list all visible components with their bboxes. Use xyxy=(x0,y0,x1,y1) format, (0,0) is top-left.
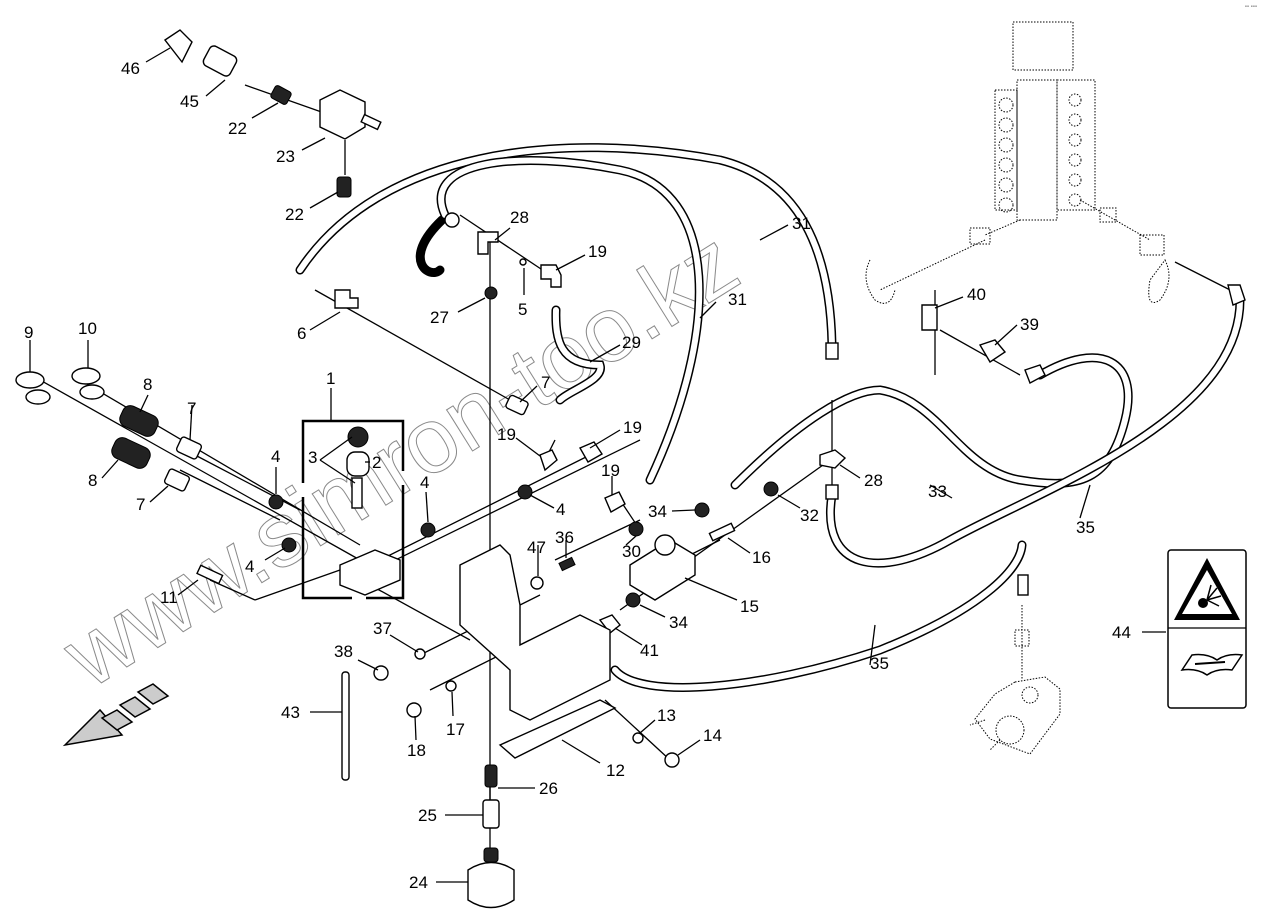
read-manual-icon xyxy=(1180,653,1244,676)
label-2: 2 xyxy=(372,453,381,472)
label-36: 36 xyxy=(555,528,574,547)
label-26: 26 xyxy=(539,779,558,798)
label-45: 45 xyxy=(180,92,199,111)
label-23: 23 xyxy=(276,147,295,166)
label-12: 12 xyxy=(606,761,625,780)
label-18: 18 xyxy=(407,741,426,760)
fitting-22 xyxy=(270,85,292,105)
part-labels: 46 45 22 23 22 28 19 31 27 5 31 6 29 40 … xyxy=(24,59,1131,892)
label-7: 7 xyxy=(187,399,196,418)
label-4: 4 xyxy=(245,557,254,576)
label-16: 16 xyxy=(752,548,771,567)
warning-decal xyxy=(1167,549,1247,709)
label-28: 28 xyxy=(864,471,883,490)
strip-43 xyxy=(341,671,350,781)
label-43: 43 xyxy=(281,703,300,722)
label-3: 3 xyxy=(308,448,317,467)
label-24: 24 xyxy=(409,873,428,892)
fitting-22b xyxy=(336,176,352,198)
label-19: 19 xyxy=(623,418,642,437)
label-32: 32 xyxy=(800,506,819,525)
elbow-19 xyxy=(540,264,562,288)
dust-cap-46 xyxy=(163,29,193,64)
coupler-45 xyxy=(202,45,238,77)
label-1: 1 xyxy=(326,369,335,388)
label-8: 8 xyxy=(88,471,97,490)
valve-block-23 xyxy=(319,89,366,140)
label-31: 31 xyxy=(728,290,747,309)
label-33: 33 xyxy=(928,482,947,501)
label-35: 35 xyxy=(870,654,889,673)
label-35: 35 xyxy=(1076,518,1095,537)
label-29: 29 xyxy=(622,333,641,352)
label-7: 7 xyxy=(541,373,550,392)
label-9: 9 xyxy=(24,323,33,342)
label-27: 27 xyxy=(430,308,449,327)
clamp-9 xyxy=(15,371,45,389)
label-4: 4 xyxy=(271,447,280,466)
explosion-warning-icon xyxy=(1174,558,1240,620)
label-37: 37 xyxy=(373,619,392,638)
label-19: 19 xyxy=(601,461,620,480)
label-38: 38 xyxy=(334,642,353,661)
hydraulic-pump xyxy=(969,605,1061,755)
control-valve-block xyxy=(865,21,1170,304)
label-8: 8 xyxy=(143,375,152,394)
adapter-25 xyxy=(482,799,500,829)
label-31: 31 xyxy=(792,214,811,233)
label-17: 17 xyxy=(446,720,465,739)
label-39: 39 xyxy=(1020,315,1039,334)
label-6: 6 xyxy=(297,324,306,343)
label-41: 41 xyxy=(640,641,659,660)
label-4: 4 xyxy=(420,473,429,492)
label-7: 7 xyxy=(136,495,145,514)
direction-arrow-icon xyxy=(62,683,170,747)
label-13: 13 xyxy=(657,706,676,725)
label-4: 4 xyxy=(556,500,565,519)
label-11: 11 xyxy=(160,588,178,607)
valve-body xyxy=(339,549,401,596)
accumulator-24 xyxy=(467,861,515,909)
clamp-10 xyxy=(71,367,101,385)
label-34: 34 xyxy=(648,502,667,521)
label-47: 47 xyxy=(527,538,546,557)
bracket-12 xyxy=(459,544,611,721)
corner-mark: ▪▪ ▪▪▪ xyxy=(1244,4,1257,10)
label-46: 46 xyxy=(121,59,140,78)
label-44: 44 xyxy=(1112,623,1131,642)
coupler-8a xyxy=(119,405,159,437)
label-14: 14 xyxy=(703,726,722,745)
label-19: 19 xyxy=(497,425,516,444)
hoses xyxy=(295,143,1245,692)
parts xyxy=(15,29,1246,909)
label-25: 25 xyxy=(418,806,437,825)
coupler-8b xyxy=(111,437,151,469)
tee-40 xyxy=(921,304,938,331)
label-30: 30 xyxy=(622,542,641,561)
label-22: 22 xyxy=(228,119,247,138)
label-10: 10 xyxy=(78,319,97,338)
label-40: 40 xyxy=(967,285,986,304)
leader-lines xyxy=(29,47,1166,883)
tee-28 xyxy=(477,231,499,255)
watermark: www.simron-too.kz xyxy=(46,211,756,707)
fitting-39 xyxy=(978,339,1007,363)
kit-1-frame xyxy=(301,419,405,600)
label-5: 5 xyxy=(518,300,527,319)
solenoid-coil-2 xyxy=(346,451,370,477)
label-34: 34 xyxy=(669,613,688,632)
tee-6 xyxy=(334,289,359,309)
label-15: 15 xyxy=(740,597,759,616)
label-28: 28 xyxy=(510,208,529,227)
label-19: 19 xyxy=(588,242,607,261)
label-22: 22 xyxy=(285,205,304,224)
tee-28b xyxy=(819,449,847,469)
